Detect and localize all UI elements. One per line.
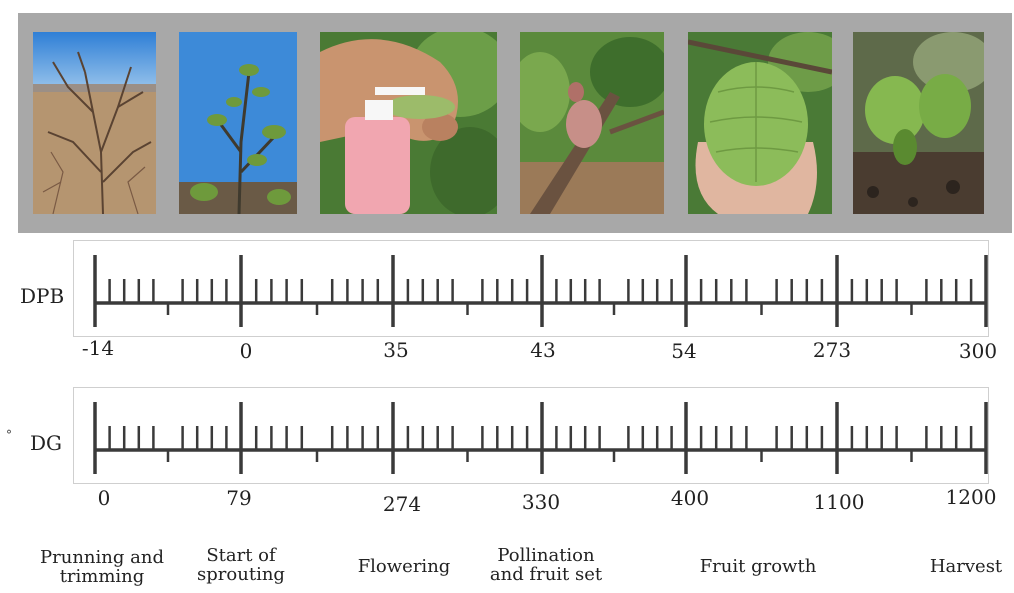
dpb-tick-4: 54 <box>671 339 696 363</box>
photo-growing-fruit <box>688 32 832 214</box>
dg-scale <box>73 387 989 484</box>
dg-tick-4: 400 <box>671 486 709 510</box>
dpb-tick-6: 300 <box>959 339 997 363</box>
dg-tick-1: 79 <box>226 486 251 510</box>
dpb-tick-5: 273 <box>813 338 851 362</box>
dg-tick-6: 1200 <box>946 485 997 509</box>
photo-hand-pollination <box>320 32 497 214</box>
stage-label-2: Flowering <box>358 557 451 576</box>
stage-label-0: Prunning andtrimming <box>40 548 164 586</box>
stage-label-line2: sprouting <box>197 565 285 584</box>
photo-mature-fruits <box>853 32 984 214</box>
stage-label-line1: Flowering <box>358 557 451 576</box>
dpb-label: DPB <box>20 284 64 308</box>
dpb-tick-2: 35 <box>383 338 408 362</box>
stage-label-line1: Start of <box>197 546 285 565</box>
stage-label-line1: Prunning and <box>40 548 164 567</box>
stage-label-line1: Fruit growth <box>700 557 817 576</box>
dpb-scale-ruler <box>74 241 988 336</box>
dg-tick-0: 0 <box>98 486 111 510</box>
dg-label: DG <box>30 431 62 455</box>
stage-label-3: Pollinationand fruit set <box>490 546 602 584</box>
dg-scale-ruler <box>74 388 988 483</box>
dg-tick-3: 330 <box>522 490 560 514</box>
dpb-tick-3: 43 <box>530 338 555 362</box>
stray-mark: ° <box>6 428 12 442</box>
dg-tick-2: 274 <box>383 492 421 516</box>
dpb-tick-1: 0 <box>240 339 253 363</box>
photo-pruned-tree <box>33 32 156 214</box>
dpb-scale <box>73 240 989 337</box>
stage-label-line1: Pollination <box>490 546 602 565</box>
stage-label-5: Harvest <box>930 557 1002 576</box>
photo-sprouting <box>179 32 297 214</box>
photo-pollinated-flower <box>520 32 664 214</box>
photo-strip <box>18 13 1012 233</box>
stage-label-line2: trimming <box>40 567 164 586</box>
stage-label-4: Fruit growth <box>700 557 817 576</box>
dg-tick-5: 1100 <box>814 490 865 514</box>
stage-label-line2: and fruit set <box>490 565 602 584</box>
stage-label-1: Start ofsprouting <box>197 546 285 584</box>
dpb-tick-0: -14 <box>82 336 114 360</box>
stage-label-line1: Harvest <box>930 557 1002 576</box>
